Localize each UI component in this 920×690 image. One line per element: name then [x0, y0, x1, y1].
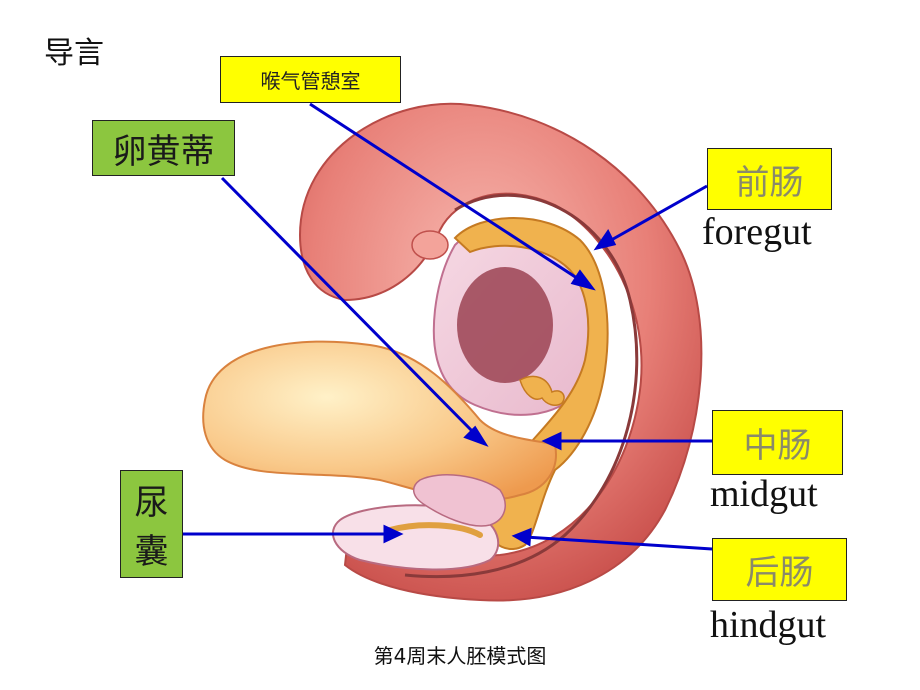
slide-title: 导言 — [44, 36, 104, 71]
label-allantois-char2: 囊 — [134, 532, 169, 572]
gut-branch — [519, 375, 565, 406]
label-hindgut-cn: 后肠 — [745, 553, 814, 593]
cloaca-region — [413, 474, 506, 527]
arrowhead-hindgut — [511, 527, 532, 547]
label-laryngotracheal-text: 喉气管憩室 — [260, 69, 361, 93]
label-allantois: 尿 囊 — [120, 470, 183, 578]
figure-caption: 第4周末人胚模式图 — [373, 644, 547, 668]
pointer-arrows — [183, 102, 713, 551]
label-hindgut: 后肠 — [712, 538, 847, 601]
arrowhead-foregut — [593, 229, 617, 251]
label-foregut: 前肠 — [707, 148, 832, 210]
arrowhead-midgut — [541, 431, 562, 451]
arrowhead-laryngotracheal — [570, 269, 596, 291]
allantois-tube — [387, 522, 483, 538]
label-yolk-stalk-text: 卵黄蒂 — [112, 131, 215, 172]
label-hindgut-en: hindgut — [710, 604, 827, 646]
label-foregut-en: foregut — [702, 211, 812, 253]
arrow-laryngotracheal — [309, 102, 584, 284]
label-midgut: 中肠 — [712, 410, 843, 475]
arrowhead-allantois — [383, 524, 404, 544]
head-bulge — [411, 230, 449, 260]
arrowhead-yolk-stalk — [463, 425, 489, 447]
inner-hole — [457, 267, 553, 383]
arrow-hindgut — [524, 535, 713, 551]
label-laryngotracheal-diverticulum: 喉气管憩室 — [220, 56, 401, 103]
arrow-foregut — [605, 184, 708, 245]
label-midgut-en: midgut — [710, 473, 818, 515]
yolk-sac — [202, 340, 557, 502]
label-allantois-char1: 尿 — [134, 483, 169, 523]
label-midgut-cn: 中肠 — [743, 426, 812, 466]
arrow-yolk-stalk — [220, 176, 480, 439]
label-foregut-cn: 前肠 — [735, 162, 804, 203]
inner-lining — [404, 193, 639, 579]
label-yolk-stalk: 卵黄蒂 — [92, 120, 235, 176]
